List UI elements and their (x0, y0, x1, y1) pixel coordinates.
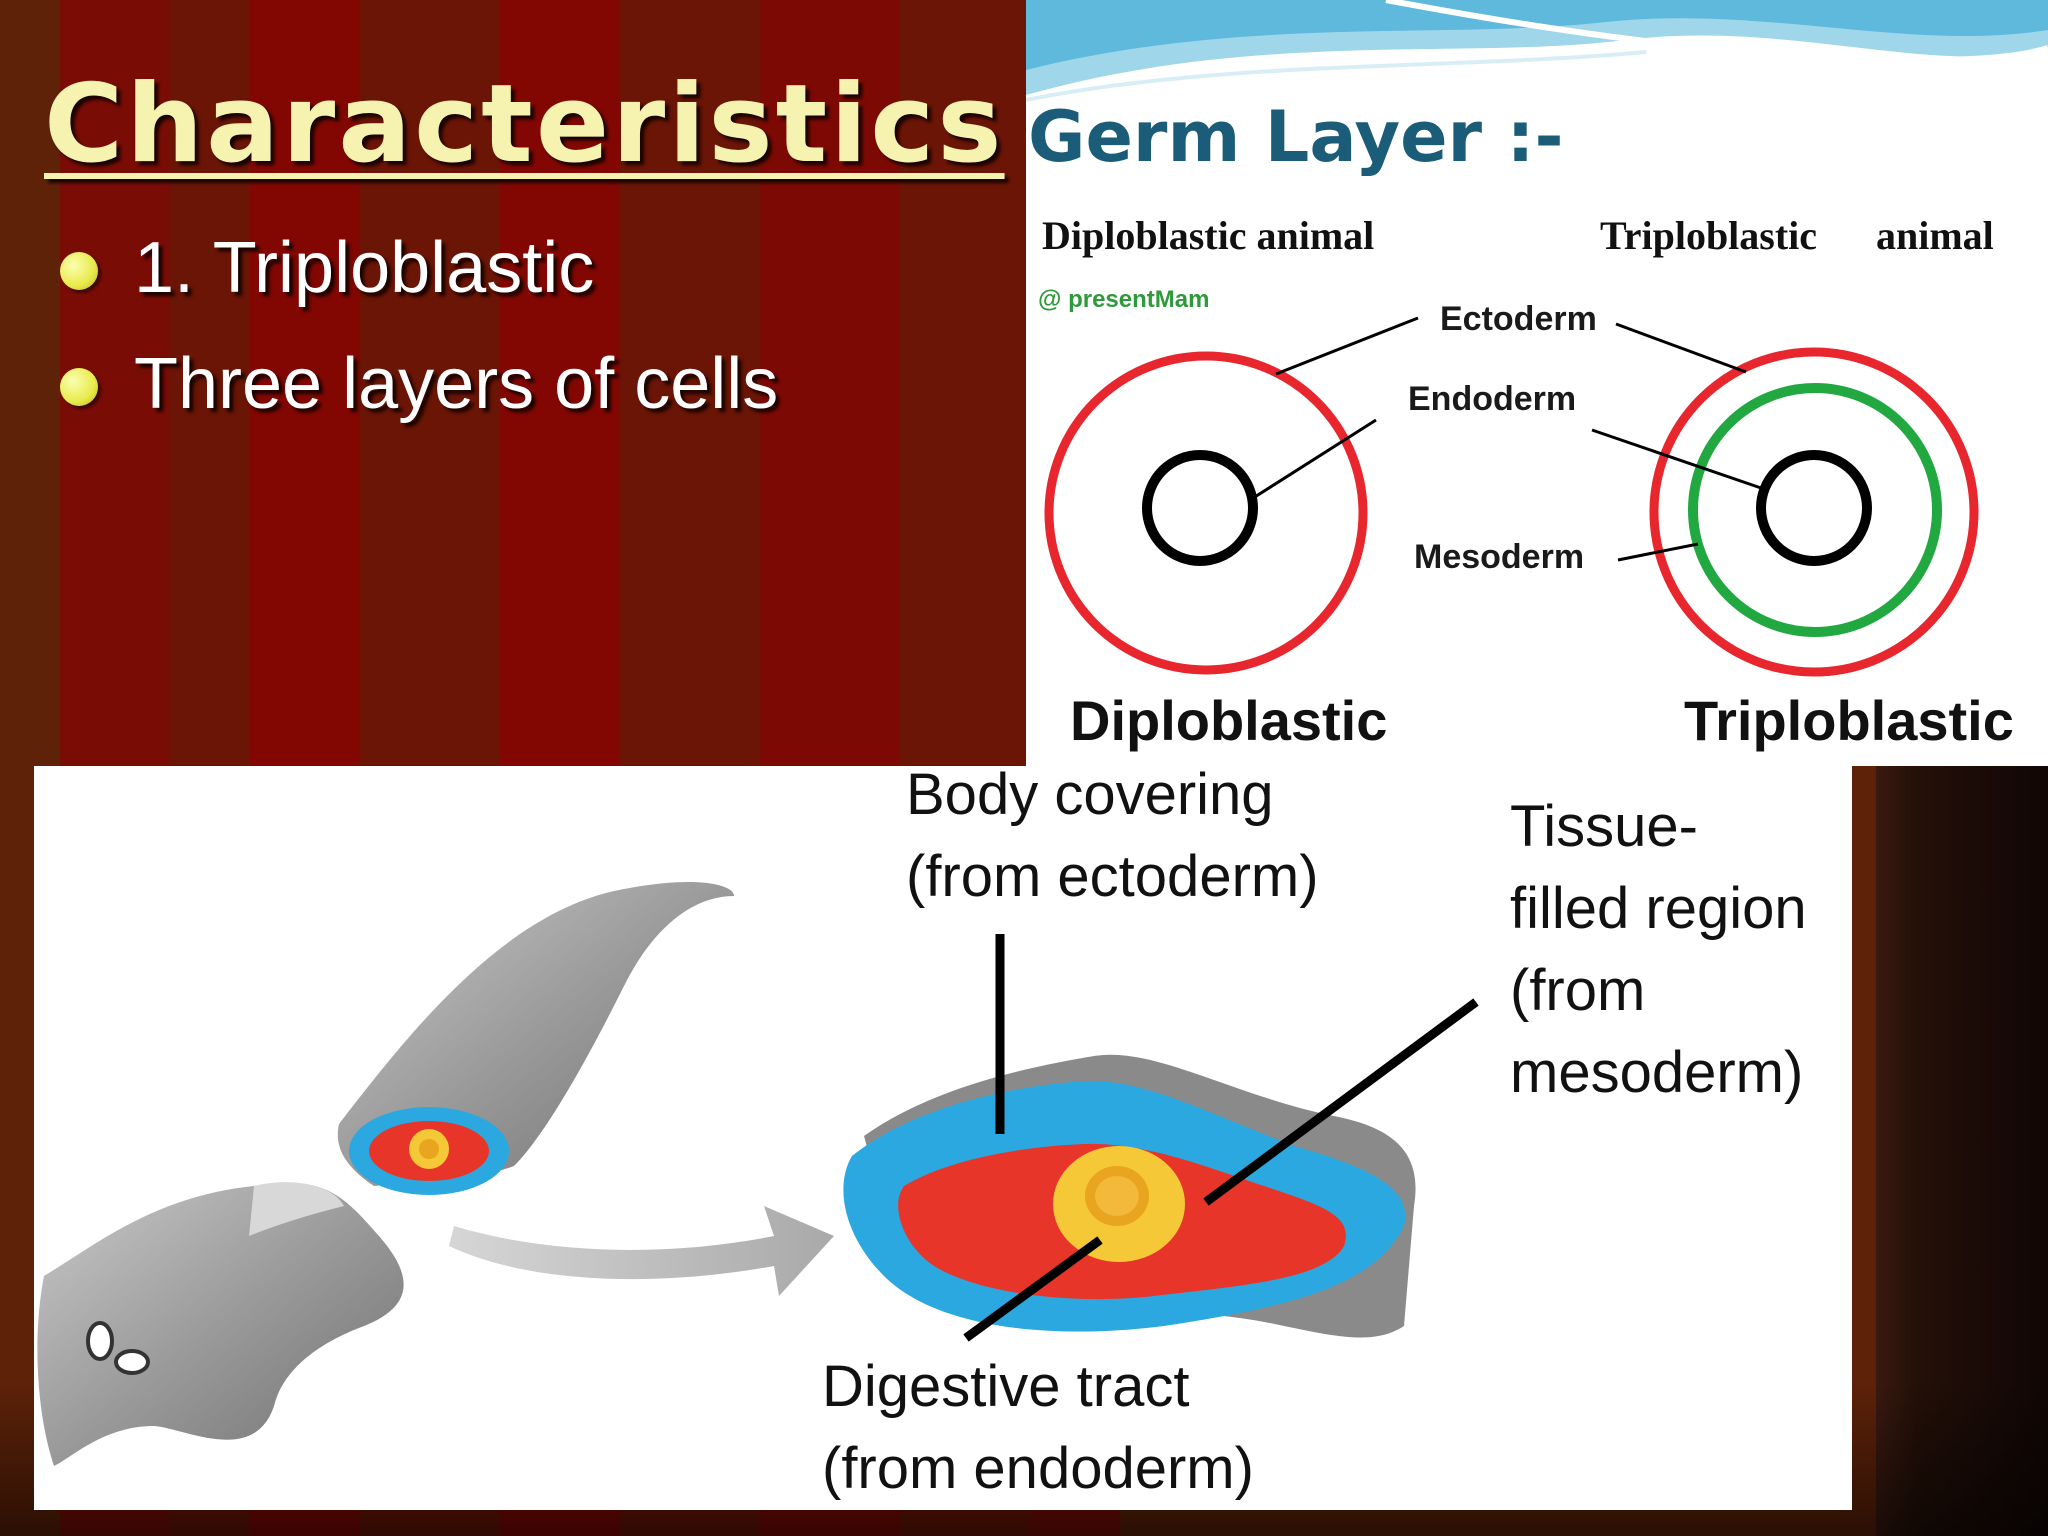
bullet-text: 1. Triploblastic (134, 228, 594, 308)
body-covering-label: Body covering (from ectoderm) (906, 766, 1319, 918)
transition-arrow (449, 1206, 834, 1296)
ectoderm-pointer-right (1616, 324, 1746, 372)
body-plan-figure: Body covering (from ectoderm) Tissue- fi… (34, 766, 1852, 1510)
tissue-region-line: mesoderm) (1510, 1032, 1807, 1114)
body-covering-line: Body covering (906, 766, 1319, 836)
tissue-region-line: Tissue- (1510, 786, 1807, 868)
digestive-tract-line: Digestive tract (822, 1346, 1254, 1428)
worm-eye (88, 1323, 112, 1359)
endoderm-label: Endoderm (1408, 380, 1576, 419)
germ-layer-figure: Germ Layer :- Diploblastic animal Triplo… (1026, 0, 2048, 766)
digestive-tract-label: Digestive tract (from endoderm) (822, 1346, 1254, 1510)
triploblastic-endoderm-ring (1761, 455, 1867, 561)
bullet-item: Three layers of cells (56, 338, 778, 454)
digestive-tract-line: (from endoderm) (822, 1428, 1254, 1510)
tissue-region-label: Tissue- filled region (from mesoderm) (1510, 786, 1807, 1114)
tissue-region-line: (from (1510, 950, 1807, 1032)
triploblastic-mesoderm-ring (1693, 388, 1937, 632)
mesoderm-label: Mesoderm (1414, 538, 1584, 577)
bullet-item: 1. Triploblastic (56, 222, 778, 338)
diploblastic-caption: Diploblastic (1070, 688, 1387, 753)
ectoderm-pointer-left (1276, 318, 1418, 374)
triploblastic-ectoderm-ring (1654, 352, 1974, 672)
diploblastic-ectoderm-ring (1049, 356, 1363, 670)
bullet-text: Three layers of cells (134, 344, 778, 424)
slide-title: Characteristics (44, 62, 1005, 187)
triploblastic-caption: Triploblastic (1684, 688, 2014, 753)
diploblastic-endoderm-ring (1147, 455, 1253, 561)
bullet-icon (60, 252, 98, 290)
bullet-list: 1. Triploblastic Three layers of cells (56, 222, 778, 454)
bullet-icon (60, 368, 98, 406)
ectoderm-label: Ectoderm (1440, 300, 1597, 339)
body-covering-line: (from ectoderm) (906, 836, 1319, 918)
worm-eye (116, 1351, 148, 1373)
tissue-region-line: filled region (1510, 868, 1807, 950)
